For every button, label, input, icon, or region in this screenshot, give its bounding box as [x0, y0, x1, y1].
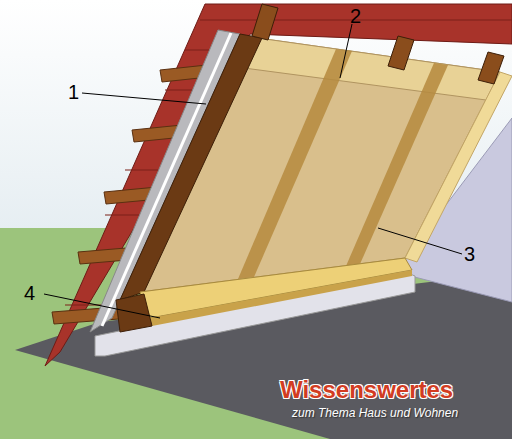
bottom-board	[140, 258, 412, 318]
rafter-end	[252, 4, 278, 40]
rafter-end	[478, 52, 504, 84]
callout-number: 4	[24, 283, 35, 303]
rafter	[120, 34, 262, 300]
insulation-edge	[405, 72, 512, 262]
rafter-stripe	[238, 49, 352, 279]
callout-number: 1	[68, 82, 79, 102]
watermark-title: Wissenswertes	[280, 378, 453, 402]
roof-tiles	[45, 4, 512, 366]
bottom-board-front	[150, 270, 412, 326]
rafter-stripe	[346, 63, 448, 266]
insulation-top	[244, 38, 500, 100]
watermark-subtitle: zum Thema Haus und Wohnen	[292, 407, 458, 419]
callout-number: 3	[464, 244, 475, 264]
leader-lines	[44, 24, 462, 318]
rafter-end	[388, 36, 414, 70]
callout-number: 2	[350, 6, 361, 26]
